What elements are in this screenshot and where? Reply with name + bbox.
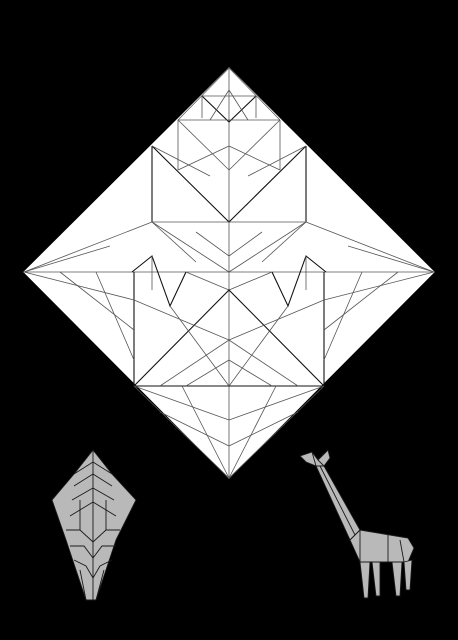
giraffe-back-leg-2 (403, 559, 413, 591)
crease-lines (23, 67, 435, 479)
giraffe-neck (315, 465, 361, 541)
giraffe-front-leg (359, 561, 371, 599)
giraffe-head (299, 449, 331, 467)
giraffe (299, 449, 415, 599)
base-fold-lines (66, 450, 120, 601)
giraffe-back-leg (391, 561, 403, 597)
base-outline (51, 449, 137, 601)
giraffe-front-leg-2 (371, 561, 381, 597)
